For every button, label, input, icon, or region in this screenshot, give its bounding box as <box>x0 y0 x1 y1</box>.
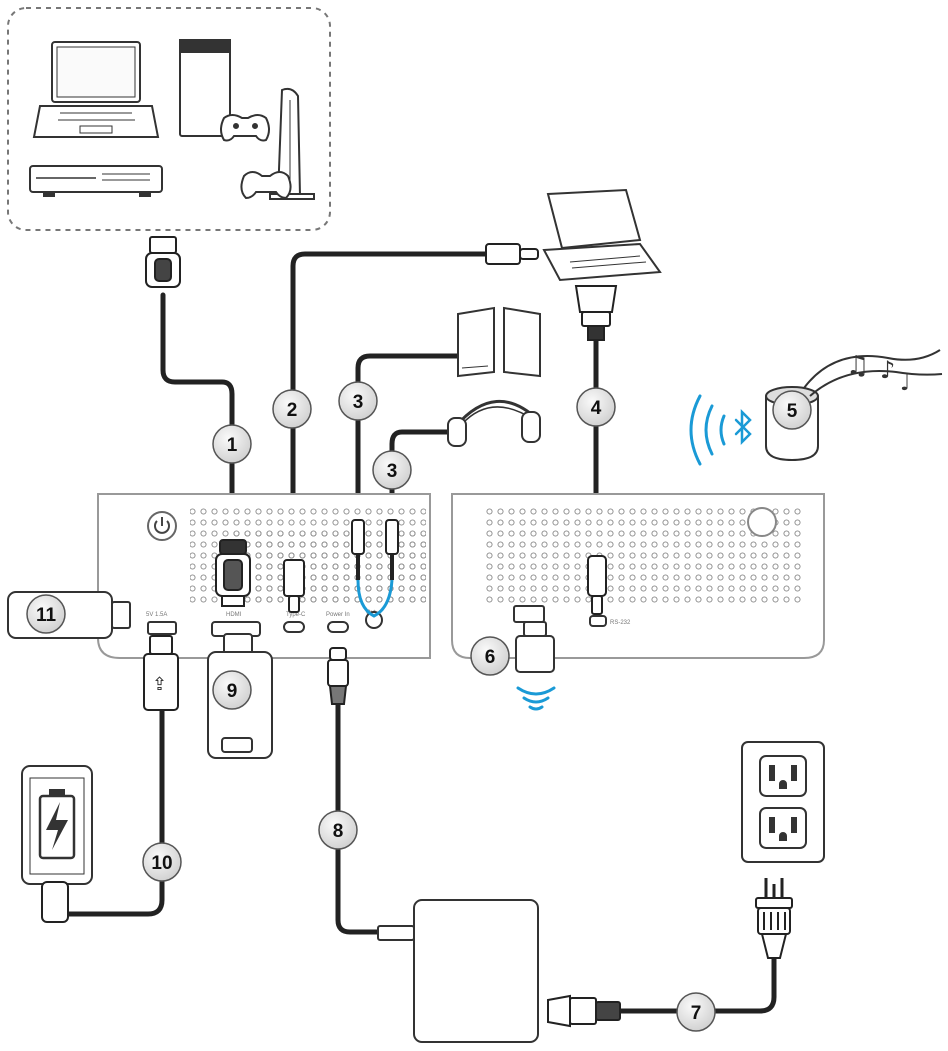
callout-label-11: 11 <box>36 605 57 626</box>
console-icon <box>269 87 315 200</box>
callout-label-5: 5 <box>787 401 798 422</box>
hdmi-cable <box>160 292 235 543</box>
audio-link <box>356 579 394 618</box>
hdmi-plug <box>145 236 181 288</box>
callout-badge-2: 2 <box>272 389 312 429</box>
power-button[interactable] <box>147 511 177 541</box>
wall-outlet-icon <box>741 741 825 863</box>
svg-text:♩: ♩ <box>900 371 910 396</box>
bluetooth-icon <box>689 394 752 466</box>
wifi-icon <box>516 686 556 711</box>
callout-label-9: 9 <box>227 681 238 702</box>
callout-label-1: 1 <box>227 435 238 456</box>
usb-wifi-port[interactable] <box>513 605 545 623</box>
callout-label-6: 6 <box>485 647 496 668</box>
game-controller-icon <box>220 114 270 142</box>
power-plug-icon <box>755 878 793 959</box>
laptop-icon <box>32 41 160 138</box>
callout-badge-4: 4 <box>576 387 616 427</box>
connectors <box>215 519 607 705</box>
game-controller-icon <box>240 171 292 200</box>
callout-badge-8: 8 <box>318 810 358 850</box>
callout-badge-1: 1 <box>212 424 252 464</box>
usb-c-port[interactable] <box>283 621 305 633</box>
callout-label-3a: 3 <box>353 392 364 413</box>
speaker-icon <box>457 306 541 378</box>
projector-ports <box>147 605 607 637</box>
svg-text:♪: ♪ <box>880 356 895 384</box>
source-devices-group <box>7 7 331 231</box>
usb-a-port[interactable] <box>147 621 177 635</box>
callout-badge-3a: 3 <box>338 381 378 421</box>
port-label-rs232: RS-232 <box>610 620 631 626</box>
speaker-audio-cable <box>355 353 461 523</box>
callout-label-4: 4 <box>591 398 602 419</box>
usb-c-cable <box>290 251 491 563</box>
port-label-hdmi: HDMI <box>226 612 242 618</box>
callout-badge-10: 10 <box>142 842 182 882</box>
callout-badge-9: 9 <box>212 670 252 710</box>
power-cable <box>335 697 413 935</box>
projector-right-section <box>451 493 825 659</box>
callout-badge-7: 7 <box>676 992 716 1032</box>
svg-text:♫: ♫ <box>846 351 869 381</box>
headphone-audio-cable <box>389 429 455 523</box>
usb-a-plug: ⇪ <box>143 635 179 711</box>
ac-connector-icon <box>547 994 621 1028</box>
callout-label-7: 7 <box>691 1003 702 1024</box>
phone-battery-icon <box>21 765 93 885</box>
usb-c-plug <box>41 881 69 923</box>
port-label-power: Power In <box>326 612 350 618</box>
usb-c-plug <box>485 243 539 265</box>
console-icon <box>179 39 231 137</box>
callout-badge-6: 6 <box>470 636 510 676</box>
headphones-icon <box>447 399 541 447</box>
callout-label-3b: 3 <box>387 461 398 482</box>
callout-badge-11: 11 <box>26 594 66 634</box>
callout-badge-3b: 3 <box>372 450 412 490</box>
laptop-icon <box>542 188 662 282</box>
callout-label-2: 2 <box>287 400 298 421</box>
power-adapter-icon <box>377 899 539 1043</box>
dvd-player-icon <box>29 165 163 197</box>
callout-badge-5: 5 <box>772 390 812 430</box>
ac-cable <box>617 955 777 1014</box>
callout-label-10: 10 <box>151 853 172 874</box>
wifi-dongle-icon <box>515 621 555 673</box>
audio-out-port[interactable] <box>365 611 383 629</box>
callout-badges: 1 2 3 3 4 5 6 7 <box>26 381 812 1032</box>
music-notes-icon: ♫ ♪ ♩ <box>803 349 943 397</box>
port-label-usb-c: Type-C <box>286 612 306 618</box>
vga-plug <box>574 285 618 341</box>
port-label-usb: 5V 1.5A <box>146 612 167 618</box>
svg-text:⇪: ⇪ <box>152 674 167 695</box>
callout-label-8: 8 <box>333 821 344 842</box>
power-in-port[interactable] <box>327 621 349 633</box>
rs232-port[interactable] <box>589 615 607 627</box>
